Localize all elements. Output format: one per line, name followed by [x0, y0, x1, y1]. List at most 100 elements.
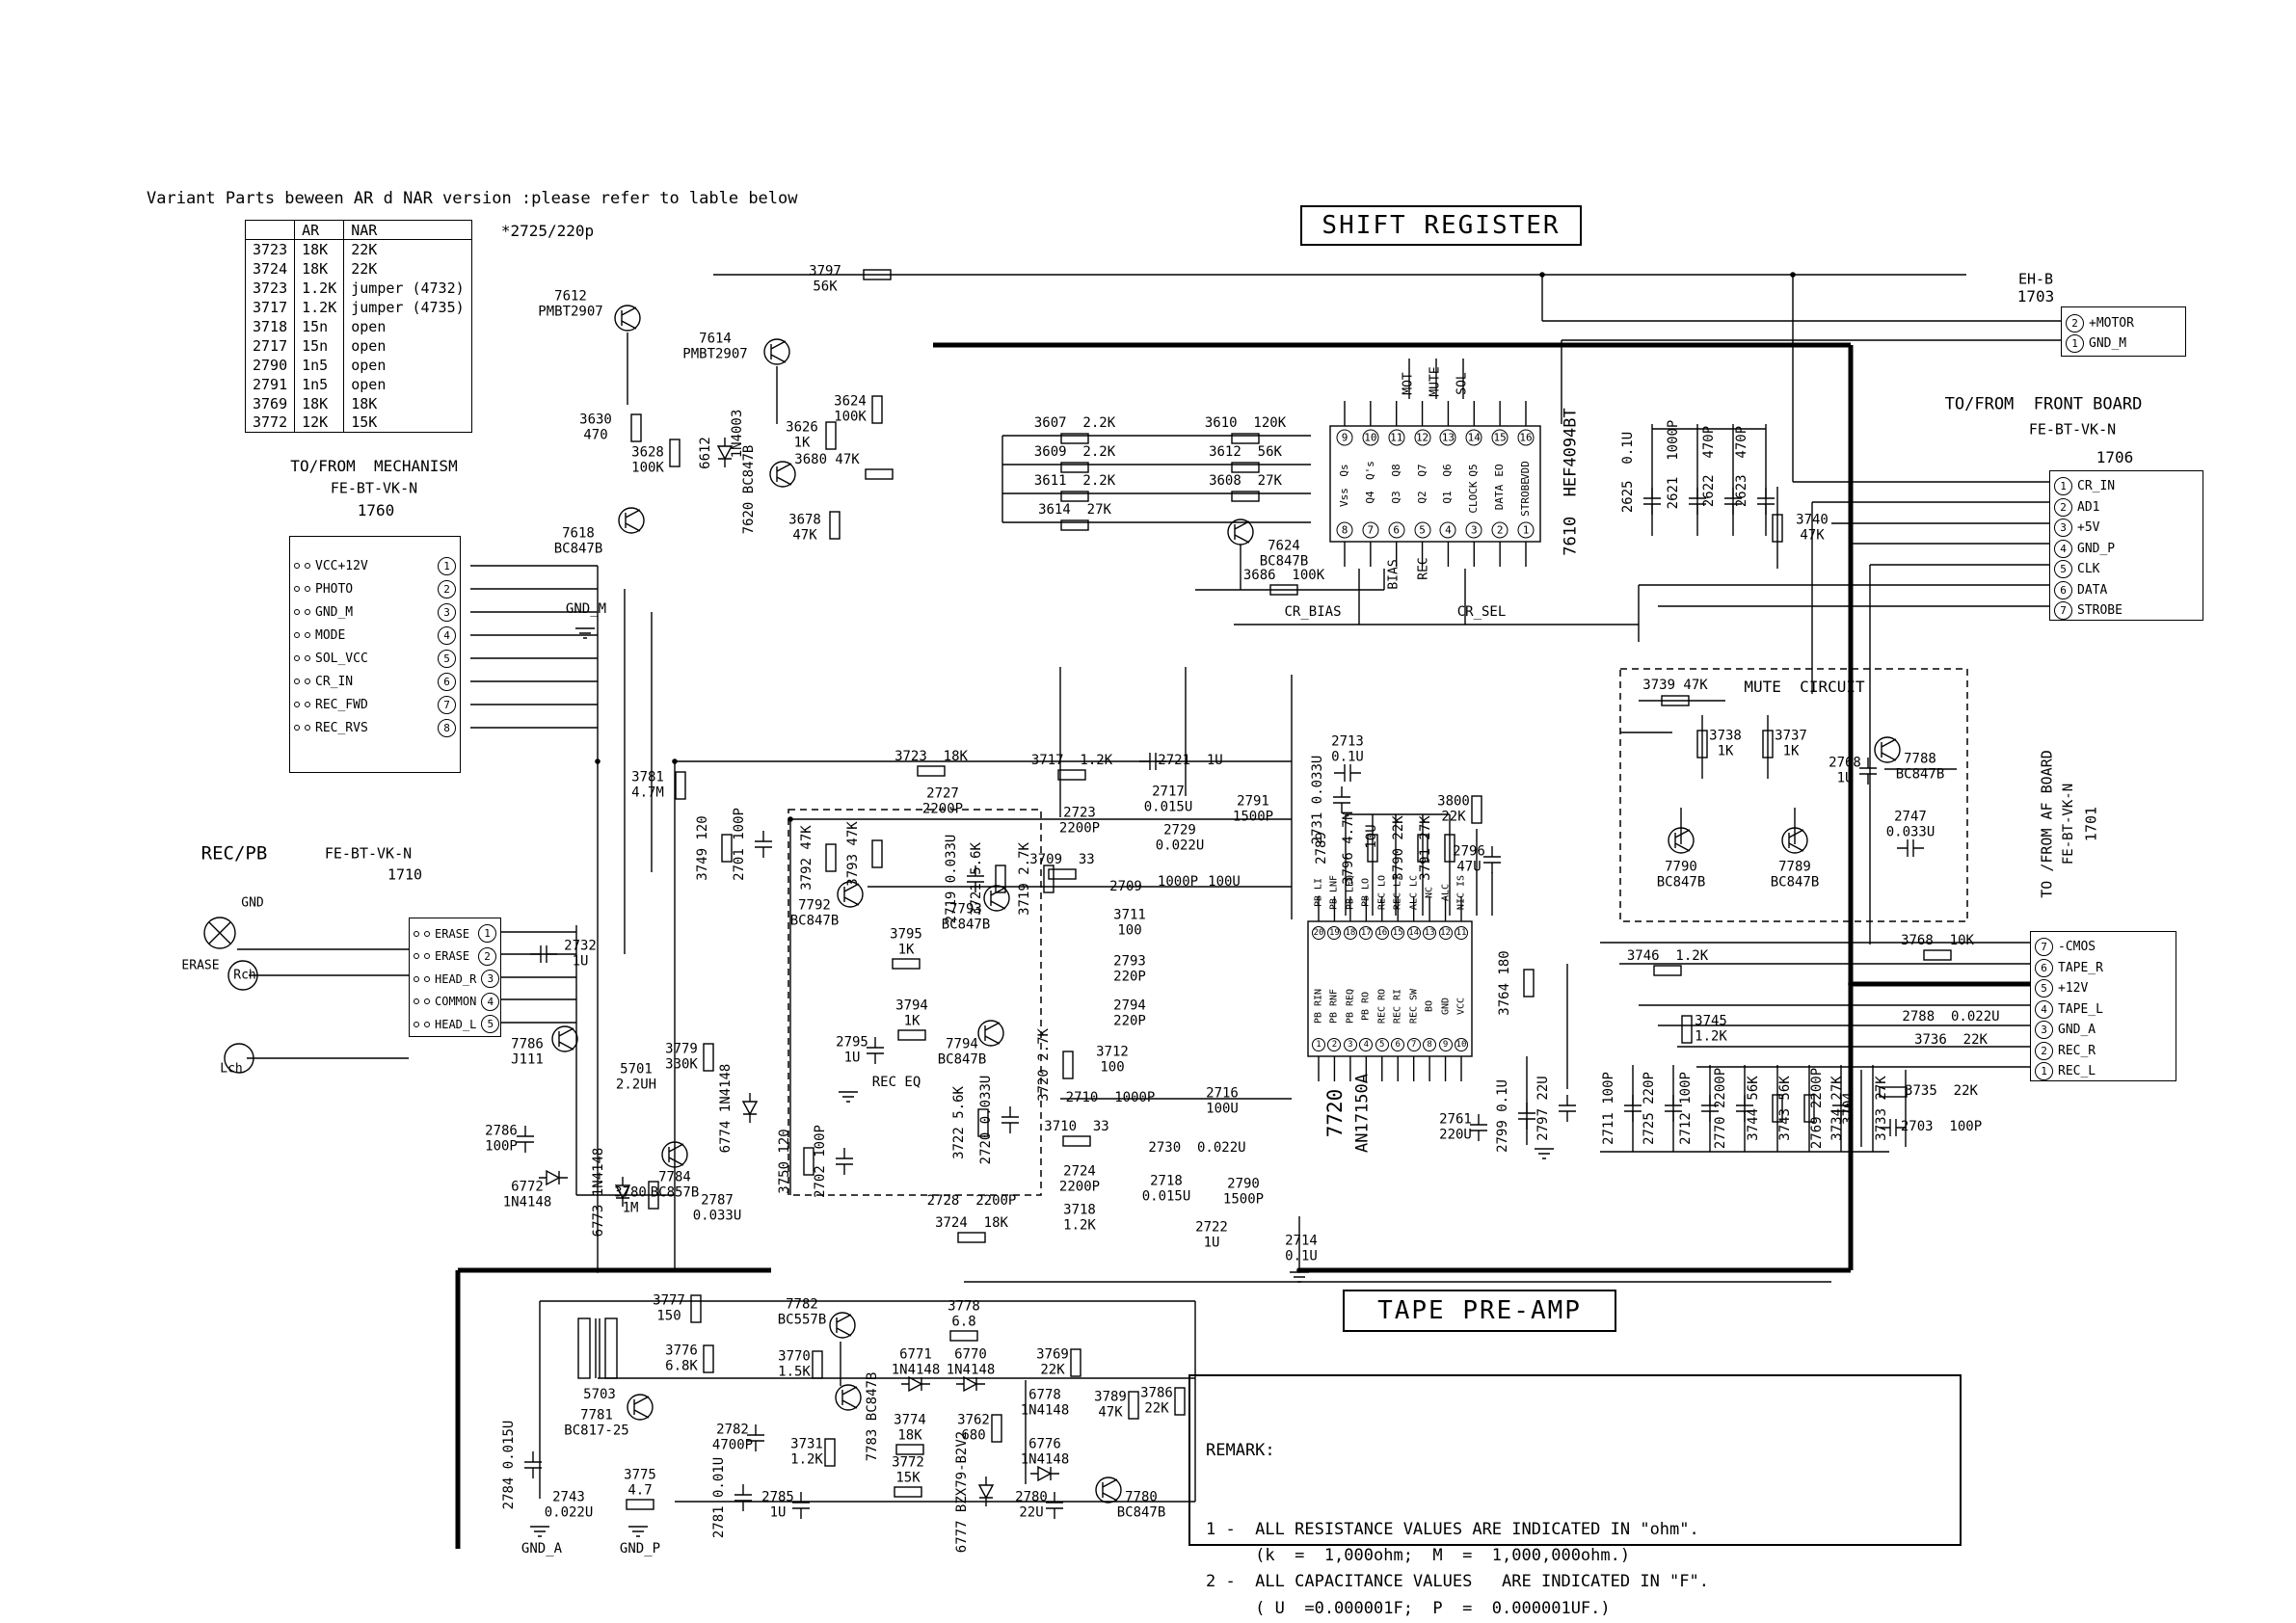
pin-label: CLK [2077, 562, 2100, 577]
label-6770: 6770 1N4148 [946, 1346, 996, 1377]
label-2717: 2717 0.015U [1143, 784, 1193, 814]
label-3717: 3717 1.2K [1030, 753, 1113, 769]
contact-dot [294, 632, 300, 638]
contact-dot [294, 725, 300, 731]
label-3611: 3611 2.2K [1033, 473, 1116, 490]
pin-number: 3 [2054, 519, 2072, 538]
contact-dot [424, 1021, 430, 1027]
ic-pin-name: REC RI [1392, 988, 1403, 1024]
pin-label: GND_A [2058, 1023, 2096, 1038]
ic-pin-number: 6 [1391, 1038, 1405, 1051]
label-3614: 3614 27K [1038, 502, 1111, 519]
label-eh-b: EH-B [2017, 270, 2054, 288]
pin-number: 1 [2066, 334, 2084, 353]
label-mute: MUTE [1428, 366, 1443, 397]
ic-pin-number: 6 [1388, 521, 1405, 539]
variant-table-col [244, 220, 296, 240]
label-3736: 3736 22K [1914, 1032, 1988, 1049]
label-6771: 6771 1N4148 [891, 1346, 941, 1377]
ic-pin-number: 15 [1391, 926, 1405, 940]
contact-dot [294, 678, 300, 684]
ic-pin-number: 4 [1439, 521, 1456, 539]
ic-pin-number: 17 [1359, 926, 1374, 940]
label-erase: ERASE [181, 958, 220, 973]
contact-dot [424, 930, 430, 937]
label-2710: 2710 1000P [1065, 1090, 1156, 1106]
label-2796: 2796 47U [1453, 843, 1485, 874]
table-cell: 3723 [244, 239, 296, 259]
ic-pin-name: NC [1424, 886, 1435, 899]
label-rec/pb: REC/PB [200, 842, 268, 865]
pin-number: 3 [2035, 1021, 2053, 1040]
label-2701: 2701 100P [732, 808, 748, 881]
label-2799: 2799 0.1U [1495, 1079, 1511, 1153]
connector-pin-row: 5+12V [2031, 978, 2176, 999]
ic-pin-name: CLOCK [1467, 481, 1481, 514]
pin-label: TAPE_R [2058, 960, 2103, 975]
label-2723: 2723 2200P [1058, 805, 1101, 836]
pin-label: +5V [2077, 520, 2100, 536]
pin-label: REC_RVS [315, 720, 368, 735]
pin-number: 3 [438, 602, 456, 622]
label-3712: 3712 100 [1096, 1044, 1129, 1075]
label-2770: 2770 2200P [1713, 1067, 1729, 1150]
label-3778: 3778 6.8 [948, 1298, 980, 1329]
pin-label: HEAD_L [435, 1017, 477, 1031]
label-3786: 3786 22K [1140, 1385, 1173, 1416]
connector-pin-row: 3 +5V [2050, 518, 2203, 539]
remark-line: ( U =0.000001F; P = 0.000001UF.) [1206, 1598, 1611, 1618]
contact-dot [414, 998, 419, 1005]
ic-pin-name: EO [1492, 464, 1506, 477]
connector-pin-row: 3 GND_A [2031, 1020, 2176, 1041]
label-2713: 2713 0.1U [1331, 733, 1364, 764]
label-bias: BIAS [1386, 559, 1402, 590]
pin-label: CR_IN [2077, 479, 2116, 494]
label-3612: 3612 56K [1209, 444, 1282, 461]
label-2793: 2793 220P [1113, 953, 1146, 984]
label-3800: 3800 22K [1437, 793, 1470, 824]
contact-dot [305, 702, 310, 707]
label-2797: 2797 22U [1535, 1076, 1552, 1141]
label-5701: 5701 2.2UH [615, 1061, 657, 1092]
contact-dot [305, 632, 310, 638]
label-3792: 3792 47K [799, 825, 815, 891]
label-2716: 2716 100U [1206, 1085, 1239, 1116]
table-cell: 18K [294, 239, 345, 259]
label-3791: 3791 27K [1418, 815, 1434, 881]
ic-pin-number: 16 [1375, 926, 1389, 940]
contact-dot [305, 563, 310, 569]
label-3722: 3722 5.6K [951, 1086, 968, 1159]
ic-pin-name: Q8 [1389, 464, 1402, 477]
pin-number: 6 [2054, 580, 2072, 599]
label-2729: 2729 0.022U [1155, 822, 1205, 853]
label-3762: 3762 680 [957, 1412, 990, 1443]
label-2625: 2625 0.1U [1620, 431, 1637, 514]
label-gnd_a: GND_A [521, 1541, 563, 1557]
ic-pin-number: 9 [1336, 429, 1353, 446]
ic-pin-name: PB REQ [1345, 988, 1356, 1024]
label-an17150a: AN17150A [1352, 1074, 1373, 1153]
ic-pin-number: 11 [1455, 926, 1468, 940]
label-6774: 6774 1N4148 [718, 1063, 734, 1154]
variant-note: Variant Parts beween AR d NAR version :p… [147, 189, 798, 208]
contact-dot [294, 655, 300, 661]
label-3610: 3610 120K [1204, 415, 1287, 432]
label-1710: 1710 [387, 865, 423, 884]
contact-dot [414, 975, 419, 982]
remark-line: 2 - ALL CAPACITANCE VALUES ARE INDICATED… [1206, 1572, 1709, 1592]
label-2790: 2790 1500P [1222, 1176, 1265, 1207]
ic-pin-name: Q2 [1415, 491, 1428, 504]
pin-label: GND_M [315, 604, 354, 620]
label-3772: 3772 15K [892, 1454, 924, 1485]
